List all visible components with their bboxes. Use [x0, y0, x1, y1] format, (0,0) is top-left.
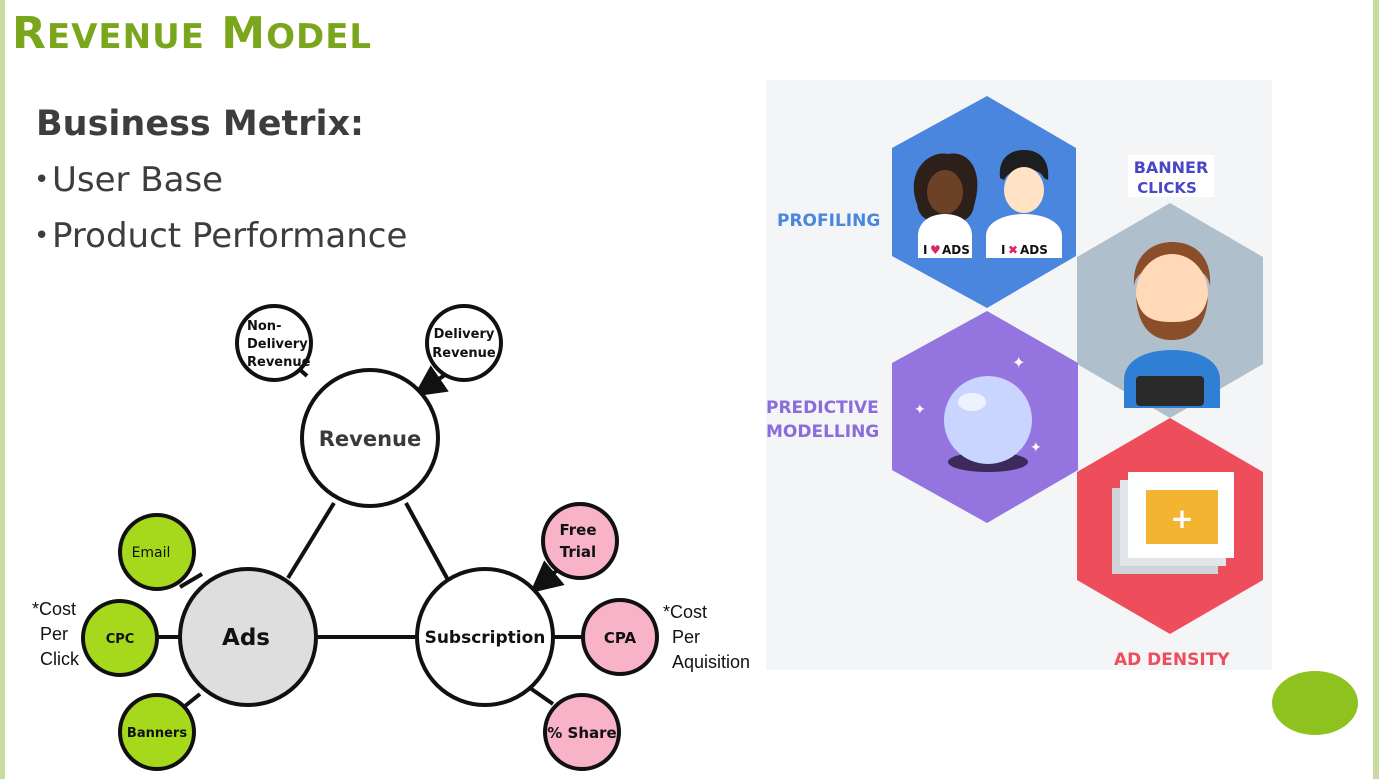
- node-share-label: % Share: [547, 724, 616, 742]
- cpa-footnote: *Cost Per Aquisition: [663, 602, 750, 672]
- slide-nav-dot[interactable]: [1272, 671, 1358, 735]
- bullet-dot: •: [34, 165, 50, 195]
- node-delivery-revenue: Delivery Revenue: [425, 304, 503, 382]
- free-trial-line-2: Trial: [560, 543, 596, 561]
- non-delivery-line-1: Non-: [247, 319, 281, 334]
- node-non-delivery-revenue: Non- Delivery Revenue: [235, 304, 313, 382]
- node-cpc: CPC: [81, 599, 159, 677]
- cpa-note-line-1: *Cost: [663, 602, 707, 622]
- connector-revenue-ads: [286, 501, 336, 580]
- non-delivery-line-3: Revenue: [247, 355, 311, 370]
- cpc-note-line-2: Per: [40, 624, 68, 644]
- node-email: Email: [118, 513, 196, 591]
- revenue-diagram: Revenue Non- Delivery Revenue Delivery R…: [32, 304, 750, 771]
- connector-subscription-share: [528, 686, 555, 706]
- free-trial-line-1: Free: [559, 521, 596, 539]
- delivery-line-2: Revenue: [432, 346, 496, 361]
- node-free-trial: Free Trial: [541, 502, 619, 580]
- node-banners-label: Banners: [127, 726, 187, 741]
- cpc-footnote: *Cost Per Click: [32, 599, 80, 669]
- title-initial-m: M: [221, 8, 267, 59]
- slide-title: REVENUE MODEL: [12, 8, 372, 59]
- delivery-line-1: Delivery: [434, 327, 495, 342]
- node-share: % Share: [543, 693, 621, 771]
- non-delivery-line-2: Delivery: [247, 337, 308, 352]
- cpc-note-line-1: *Cost: [32, 599, 76, 619]
- slide-frame-right: [1373, 0, 1379, 779]
- bullet-text: Product Performance: [52, 216, 408, 256]
- connector-email-ads: [178, 572, 204, 589]
- bullet-user-base: •User Base: [34, 160, 223, 200]
- bullet-product-performance: •Product Performance: [34, 216, 407, 256]
- title-rest-odel: ODEL: [266, 17, 373, 57]
- node-revenue: Revenue: [300, 368, 440, 508]
- slide-frame-left: [0, 0, 5, 779]
- node-ads-label: Ads: [222, 625, 270, 651]
- node-cpa: CPA: [581, 598, 659, 676]
- connector-revenue-subscription: [404, 502, 450, 581]
- node-subscription: Subscription: [415, 567, 555, 707]
- infographic-background: [766, 80, 1272, 670]
- title-rest-evenue: EVENUE: [46, 17, 205, 57]
- bullet-text: User Base: [52, 160, 224, 200]
- node-banners: Banners: [118, 693, 196, 771]
- cpc-note-line-3: Click: [40, 649, 80, 669]
- node-subscription-label: Subscription: [425, 628, 546, 648]
- business-metrix-heading: Business Metrix:: [36, 104, 365, 144]
- cpa-note-line-3: Aquisition: [672, 652, 750, 672]
- bullet-dot: •: [34, 221, 50, 251]
- node-revenue-label: Revenue: [319, 427, 422, 451]
- node-email-label: Email: [132, 545, 171, 561]
- node-ads: Ads: [178, 567, 318, 707]
- node-cpa-label: CPA: [604, 629, 637, 647]
- cpa-note-line-2: Per: [672, 627, 700, 647]
- title-initial-r: R: [12, 8, 47, 59]
- node-cpc-label: CPC: [106, 632, 135, 647]
